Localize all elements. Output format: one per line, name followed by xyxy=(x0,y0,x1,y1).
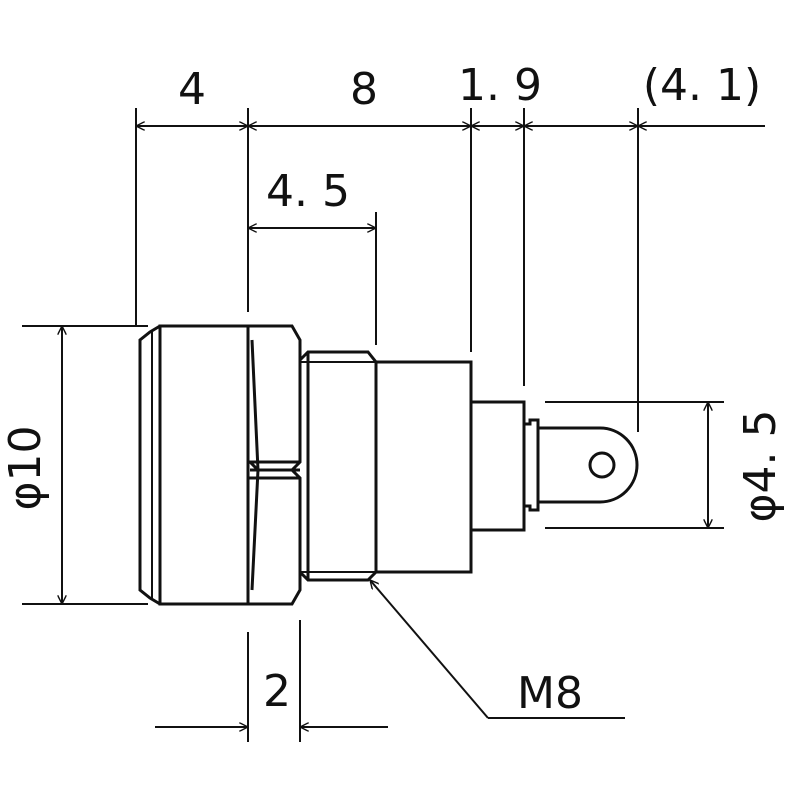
dimension-lines xyxy=(62,126,765,727)
dim-label-4: 4 xyxy=(178,64,206,115)
dim-label-4-1: (4. 1) xyxy=(643,60,761,111)
insulator xyxy=(469,400,526,532)
dim-label-4-5-width: 4. 5 xyxy=(266,166,350,217)
dim-label-2: 2 xyxy=(263,666,291,717)
extension-lines xyxy=(22,108,724,742)
terminal-hole xyxy=(588,451,616,479)
dim-label-phi-10: φ10 xyxy=(0,425,51,510)
dim-label-8: 8 xyxy=(350,64,378,115)
front-face xyxy=(138,324,161,606)
rear-body xyxy=(374,360,473,574)
dim-label-phi-4-5: φ4. 5 xyxy=(735,410,786,523)
dimension-labels: 4 8 1. 9 (4. 1) 4. 5 φ10 φ4. 5 2 M8 xyxy=(0,60,786,719)
thread-label-m8: M8 xyxy=(517,668,583,719)
jack-body xyxy=(138,324,639,606)
solder-terminal xyxy=(524,418,639,512)
front-collar xyxy=(158,324,250,606)
dim-label-1-9: 1. 9 xyxy=(458,60,542,111)
hex-nut xyxy=(246,324,302,606)
threaded-body xyxy=(298,350,378,582)
